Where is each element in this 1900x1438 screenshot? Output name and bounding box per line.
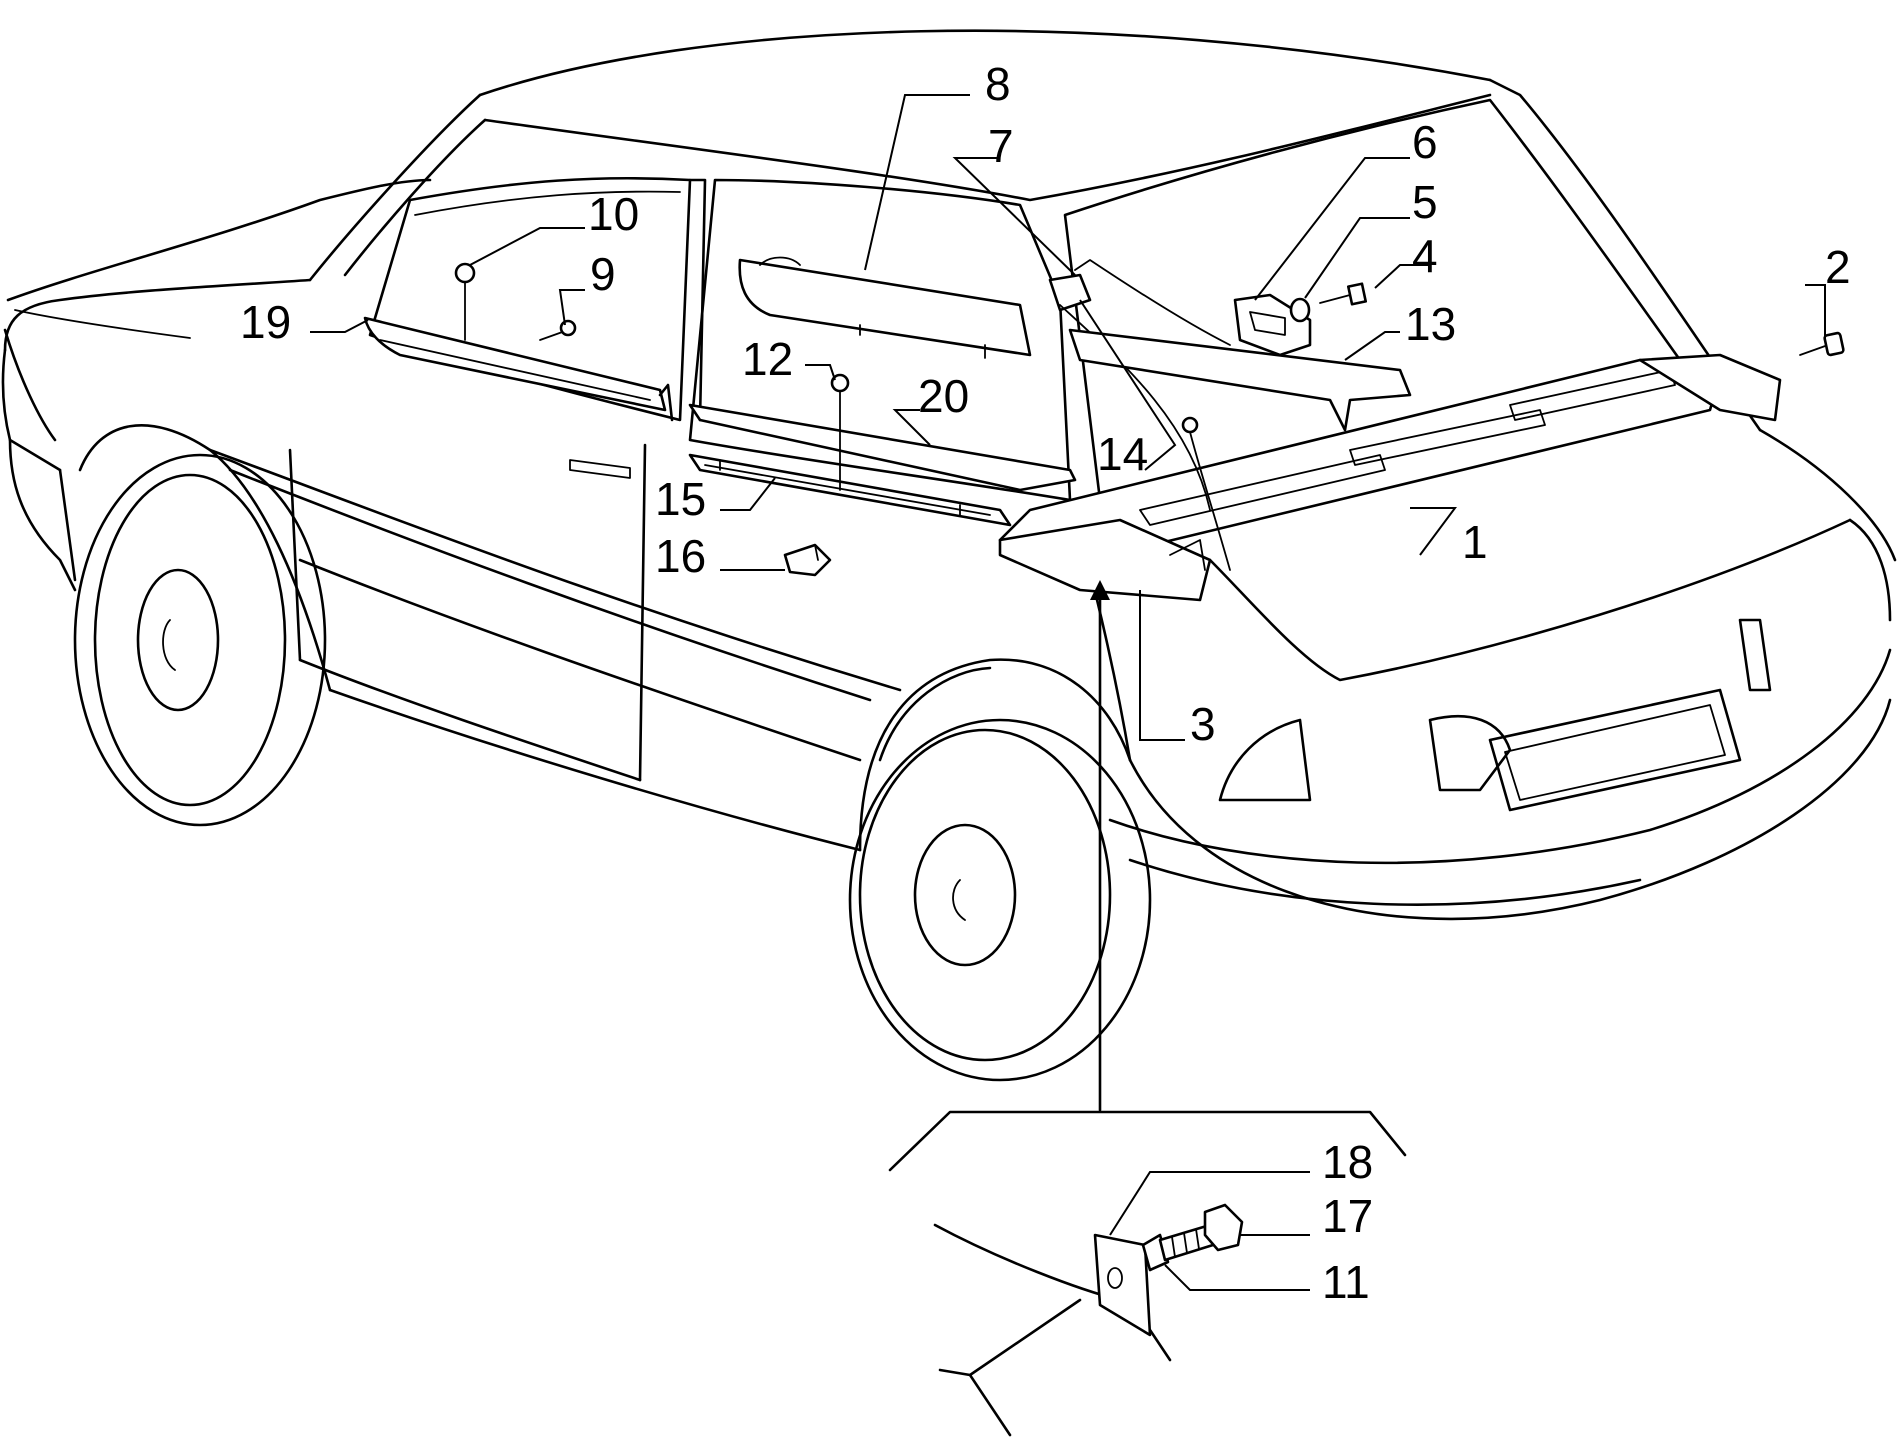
detail-arrow xyxy=(1090,580,1110,1112)
clip-part xyxy=(783,543,832,577)
rear-wheel xyxy=(848,718,1152,1082)
callout-13: 13 xyxy=(1344,298,1456,361)
callout-18: 18 xyxy=(1109,1136,1373,1236)
callout-label: 14 xyxy=(1097,428,1148,480)
front-door-trim-part xyxy=(363,262,674,422)
callout-7: 7 xyxy=(952,120,1076,276)
callout-label: 19 xyxy=(240,296,291,348)
rear-panel-trim-part xyxy=(1068,259,1412,432)
callout-1: 1 xyxy=(1410,507,1488,568)
callout-label: 4 xyxy=(1412,230,1438,282)
callout-label: 16 xyxy=(655,530,706,582)
callout-6: 6 xyxy=(1254,116,1438,301)
callout-label: 9 xyxy=(590,248,616,300)
callout-15: 15 xyxy=(655,473,776,525)
screw-part-2 xyxy=(1799,331,1845,357)
callout-label: 8 xyxy=(985,58,1011,110)
callout-label: 15 xyxy=(655,473,706,525)
callout-10: 10 xyxy=(469,188,639,266)
callout-label: 13 xyxy=(1405,298,1456,350)
detail-inset-frame xyxy=(888,1110,1407,1437)
upper-trim-part xyxy=(738,256,1032,359)
callout-20: 20 xyxy=(892,370,969,446)
detail-bolt-part-17 xyxy=(1158,1203,1244,1262)
callout-label: 17 xyxy=(1322,1190,1373,1242)
callout-label: 2 xyxy=(1825,241,1851,293)
callout-16: 16 xyxy=(655,530,785,582)
callout-9: 9 xyxy=(558,248,616,326)
callout-label: 1 xyxy=(1462,516,1488,568)
callout-label: 12 xyxy=(742,333,793,385)
callout-3: 3 xyxy=(1139,590,1216,750)
callout-14: 14 xyxy=(1079,299,1177,480)
rear-side-trim-part xyxy=(688,373,1077,527)
callout-label: 18 xyxy=(1322,1136,1373,1188)
callout-label: 20 xyxy=(918,370,969,422)
callout-17: 17 xyxy=(1240,1190,1373,1242)
detail-bracket-part-18 xyxy=(1093,1233,1152,1337)
callout-label: 10 xyxy=(588,188,639,240)
callout-label: 3 xyxy=(1190,698,1216,750)
washer-part xyxy=(1289,297,1311,323)
callout-8: 8 xyxy=(864,58,1011,271)
callout-label: 11 xyxy=(1322,1256,1370,1308)
screw-part-4 xyxy=(1319,282,1368,306)
callout-label: 6 xyxy=(1412,116,1438,168)
side-support-part xyxy=(998,518,1212,602)
callout-11: 11 xyxy=(1164,1256,1370,1308)
callout-label: 7 xyxy=(988,120,1014,172)
callout-12: 12 xyxy=(742,333,836,385)
callout-4: 4 xyxy=(1374,230,1438,289)
callout-2: 2 xyxy=(1805,241,1851,340)
car-body-outline xyxy=(1,29,1897,921)
callout-label: 5 xyxy=(1412,176,1438,228)
callout-19: 19 xyxy=(240,296,369,348)
parcel-shelf-part xyxy=(998,353,1782,562)
front-wheel xyxy=(73,453,327,827)
callout-5: 5 xyxy=(1304,176,1438,299)
